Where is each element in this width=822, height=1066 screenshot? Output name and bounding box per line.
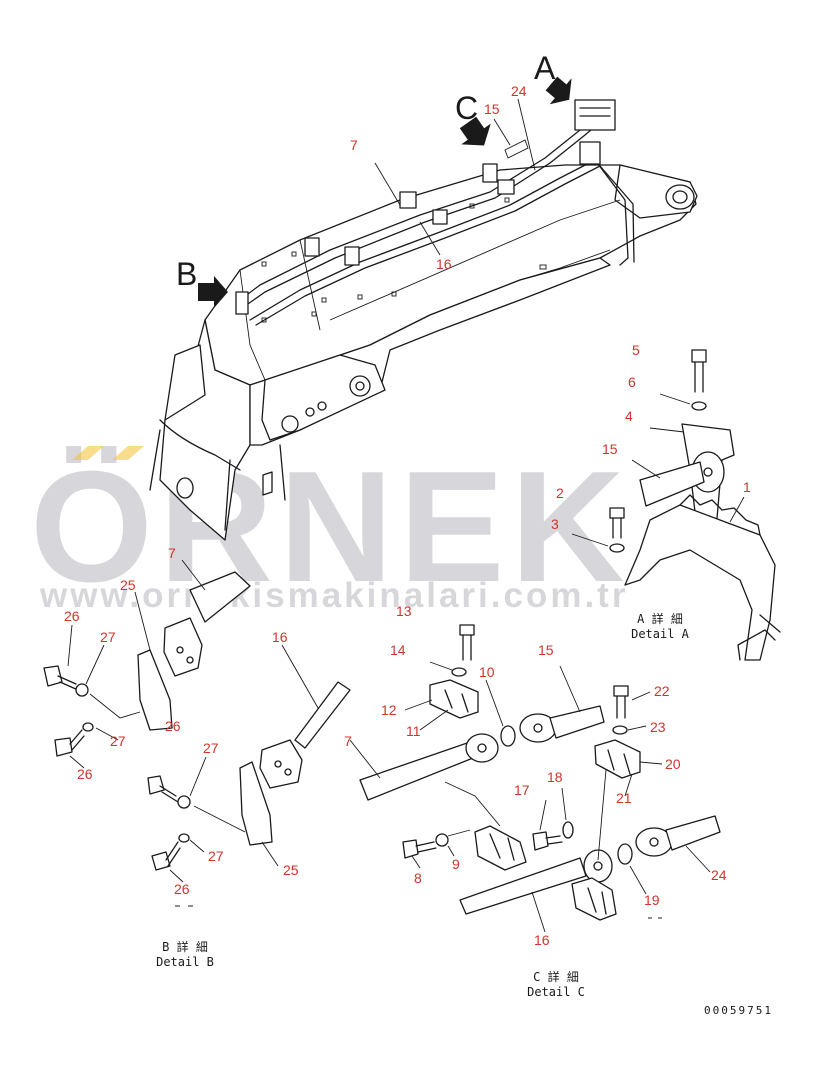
callout-24-c: 24 [711,867,727,883]
callout-20: 20 [665,756,681,772]
callout-12: 12 [381,702,397,718]
callout-11: 11 [406,723,421,739]
caption-detail-c-jp: C 詳 細 [533,970,579,984]
caption-detail-a-en: Detail A [631,627,689,641]
callout-16: 16 [436,256,452,272]
callout-8: 8 [414,870,422,886]
callout-3: 3 [551,516,559,532]
view-letter-a: A [534,50,556,86]
detail-b-drawing [43,559,351,907]
caption-detail-b-en: Detail B [156,955,214,969]
callout-4: 4 [625,408,633,424]
callout-1: 1 [743,479,751,495]
view-letter-b: B [176,256,198,292]
caption-detail-b-jp: B 詳 細 [162,940,208,954]
callout-2: 2 [556,485,564,501]
boom-assembly [149,164,698,541]
callout-14: 14 [390,642,406,658]
callout-17: 17 [514,782,530,798]
caption-detail-c: C 詳 細 Detail C [516,970,596,1000]
hydraulic-lines [235,99,635,326]
view-letter-c: C [455,90,479,126]
callout-22: 22 [654,683,670,699]
callout-15-c: 15 [538,642,554,658]
callout-26-d: 26 [174,881,190,897]
callout-25-upper: 25 [120,577,136,593]
callout-26-c: 26 [77,766,93,782]
callout-9: 9 [452,856,460,872]
callout-18: 18 [547,769,563,785]
callout-27-a: 27 [100,629,116,645]
callout-15: 15 [484,101,500,117]
callout-16-c: 16 [534,932,550,948]
caption-detail-b: B 詳 細 Detail B [145,940,225,970]
callout-16-b: 16 [272,629,288,645]
callout-5: 5 [632,342,640,358]
detail-a-drawing [571,349,781,661]
callout-21: 21 [616,790,632,806]
callout-13: 13 [396,603,412,619]
caption-detail-c-en: Detail C [527,985,585,999]
callout-25-lower: 25 [283,862,299,878]
callout-27-c: 27 [203,740,219,756]
view-arrow-a [545,76,572,105]
callout-7: 7 [350,137,358,153]
callout-6: 6 [628,374,636,390]
callout-24: 24 [511,83,527,99]
callout-7-c: 7 [344,733,352,749]
callout-26-b: 26 [165,718,181,734]
view-arrow-b [198,276,228,308]
callout-27-b: 27 [110,733,126,749]
callout-19: 19 [644,892,660,908]
callout-27-d: 27 [208,848,224,864]
caption-detail-a: A 詳 細 Detail A [620,612,700,642]
drawing-code: 00059751 [704,1004,773,1017]
callout-7-b: 7 [168,545,176,561]
detail-c-drawing [349,624,721,933]
watermark-accent [72,446,144,460]
leader-lines-main [374,98,536,256]
callout-23: 23 [650,719,666,735]
callout-26-a: 26 [64,608,80,624]
view-arrow-c [459,116,491,146]
caption-detail-a-jp: A 詳 細 [637,612,683,626]
callout-10: 10 [479,664,495,680]
callout-15-a: 15 [602,441,618,457]
